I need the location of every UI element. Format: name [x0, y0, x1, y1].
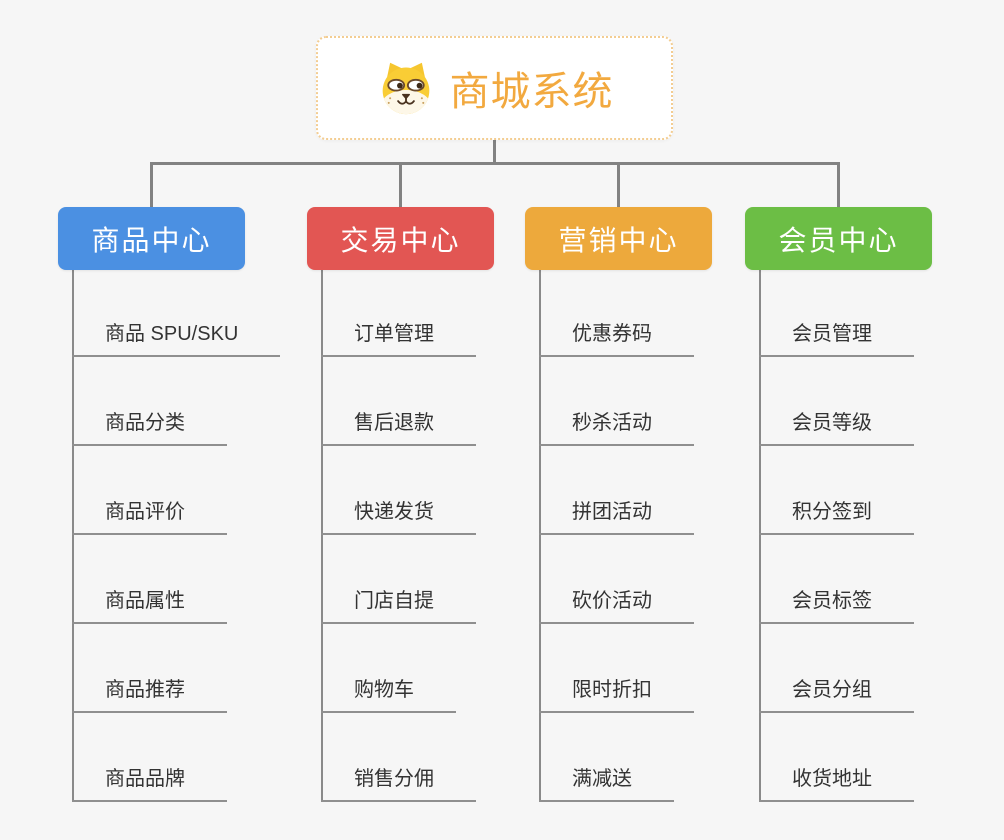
branch-label: 交易中心 — [340, 224, 461, 256]
connector-column-rail-3 — [539, 270, 541, 800]
connector-drop-branch-1 — [150, 162, 153, 210]
leaf-item[interactable]: 砍价活动 — [539, 586, 694, 624]
connector-column-rail-4 — [759, 270, 761, 800]
branch-label: 营销中心 — [558, 224, 679, 256]
leaf-item[interactable]: 会员标签 — [759, 586, 914, 624]
leaf-item[interactable]: 门店自提 — [321, 586, 476, 624]
leaf-item[interactable]: 订单管理 — [321, 319, 476, 357]
leaf-item[interactable]: 购物车 — [321, 675, 456, 713]
leaf-item[interactable]: 商品评价 — [72, 497, 227, 535]
leaf-item[interactable]: 商品品牌 — [72, 764, 227, 802]
connector-column-rail-1 — [72, 270, 74, 800]
leaf-item[interactable]: 商品属性 — [72, 586, 227, 624]
branch-label: 商品中心 — [91, 224, 212, 256]
leaf-item[interactable]: 会员管理 — [759, 319, 914, 357]
connector-column-rail-2 — [321, 270, 323, 800]
connector-rail — [150, 162, 839, 165]
leaf-item[interactable]: 销售分佣 — [321, 764, 476, 802]
leaf-item[interactable]: 快递发货 — [321, 497, 476, 535]
leaf-item[interactable]: 商品分类 — [72, 408, 227, 446]
connector-drop-branch-3 — [617, 162, 620, 210]
leaf-item[interactable]: 拼团活动 — [539, 497, 694, 535]
leaf-item[interactable]: 会员等级 — [759, 408, 914, 446]
leaf-item[interactable]: 秒杀活动 — [539, 408, 694, 446]
connector-drop-branch-2 — [399, 162, 402, 210]
leaf-item[interactable]: 商品 SPU/SKU — [72, 319, 281, 357]
leaf-item[interactable]: 收货地址 — [759, 764, 914, 802]
connector-drop-branch-4 — [837, 162, 840, 210]
branch-node-member-center[interactable]: 会员中心 — [745, 207, 932, 270]
root-node-mall-system[interactable]: 商城系统 — [316, 36, 673, 140]
branch-node-product-center[interactable]: 商品中心 — [58, 207, 245, 270]
leaf-item[interactable]: 优惠券码 — [539, 319, 694, 357]
branch-label: 会员中心 — [778, 224, 899, 256]
leaf-item[interactable]: 会员分组 — [759, 675, 914, 713]
branch-node-marketing-center[interactable]: 营销中心 — [525, 207, 712, 270]
dog-face-icon — [376, 60, 436, 116]
leaf-item[interactable]: 满减送 — [539, 764, 674, 802]
connector-root-drop — [493, 140, 496, 163]
root-title: 商城系统 — [449, 70, 614, 114]
leaf-item[interactable]: 商品推荐 — [72, 675, 227, 713]
leaf-item[interactable]: 售后退款 — [321, 408, 476, 446]
leaf-item[interactable]: 积分签到 — [759, 497, 914, 535]
leaf-item[interactable]: 限时折扣 — [539, 675, 694, 713]
branch-node-trade-center[interactable]: 交易中心 — [307, 207, 494, 270]
